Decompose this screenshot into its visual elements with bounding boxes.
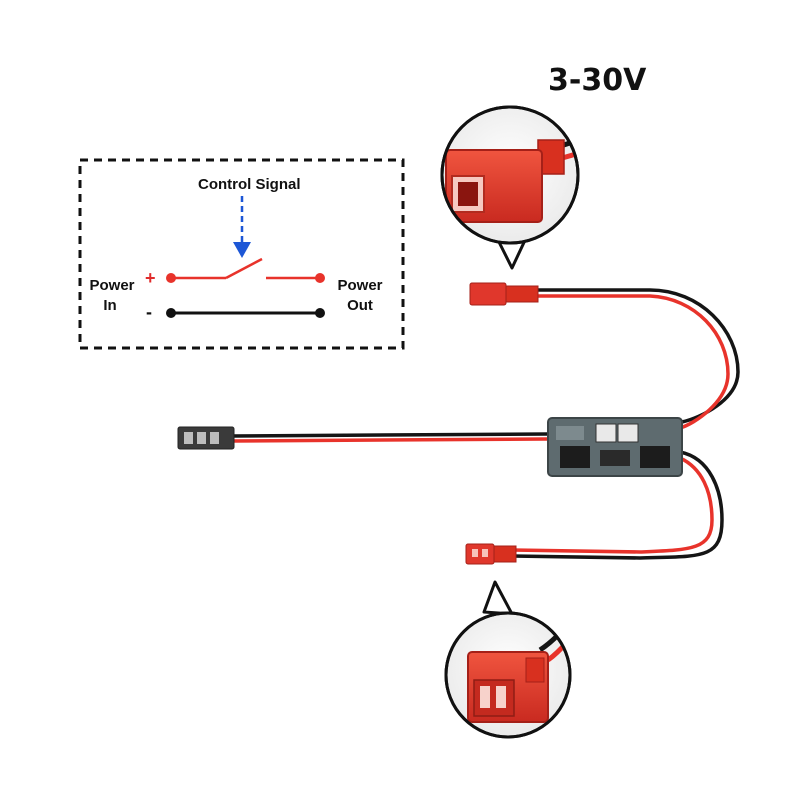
servo-pin-1 [184, 432, 193, 444]
control-signal-label: Control Signal [198, 176, 301, 193]
servo-pin-2 [197, 432, 206, 444]
callout-pointer-bottom [482, 580, 514, 616]
lower-jst-body [465, 543, 495, 565]
upper-jst-body [469, 282, 507, 306]
pcb-chip-white-left [595, 423, 617, 443]
plus-sign: + [145, 268, 156, 288]
upper-wire-black [534, 288, 740, 424]
upper-wire-red [534, 294, 730, 430]
pcb-ic-right [640, 446, 670, 468]
servo-wire-red [230, 437, 550, 443]
power-in-label-line1: Power [89, 277, 134, 294]
schematic-dashed-border [78, 158, 405, 350]
minus-sign: - [146, 302, 152, 322]
power-in-label-line2: In [103, 297, 116, 314]
upper-jst-connector [469, 282, 539, 306]
pcb-label-pad [556, 426, 584, 440]
switch-module-board [547, 417, 683, 477]
power-out-positive-terminal [315, 273, 325, 283]
lower-jst-shroud [493, 545, 517, 563]
lower-jst-pin-2 [482, 549, 488, 557]
lower-jst-pin-1 [472, 549, 478, 557]
switch-blade [225, 257, 263, 280]
zoom-callout-female-jst [440, 105, 580, 270]
pcb-ic-left [560, 446, 590, 468]
control-signal-arrowhead [233, 242, 251, 258]
lower-jst-connector [465, 543, 517, 565]
servo-pin-3 [210, 432, 219, 444]
upper-jst-shroud [505, 285, 539, 303]
lower-wire-red [510, 456, 714, 554]
power-out-negative-terminal [315, 308, 325, 318]
servo-wire-black [230, 432, 550, 438]
servo-connector [177, 426, 235, 450]
pcb-ic-middle [600, 450, 630, 466]
wiring [230, 288, 740, 560]
lower-wire-black [510, 450, 724, 560]
pcb-chip-white-right [617, 423, 639, 443]
power-out-label-line2: Out [347, 297, 373, 314]
voltage-label: 3-30V [548, 63, 647, 98]
zoom-callout-male-jst [444, 580, 572, 739]
switch-schematic: Control Signal + - Power In Power Out [78, 158, 405, 350]
power-out-label-line1: Power [337, 277, 382, 294]
